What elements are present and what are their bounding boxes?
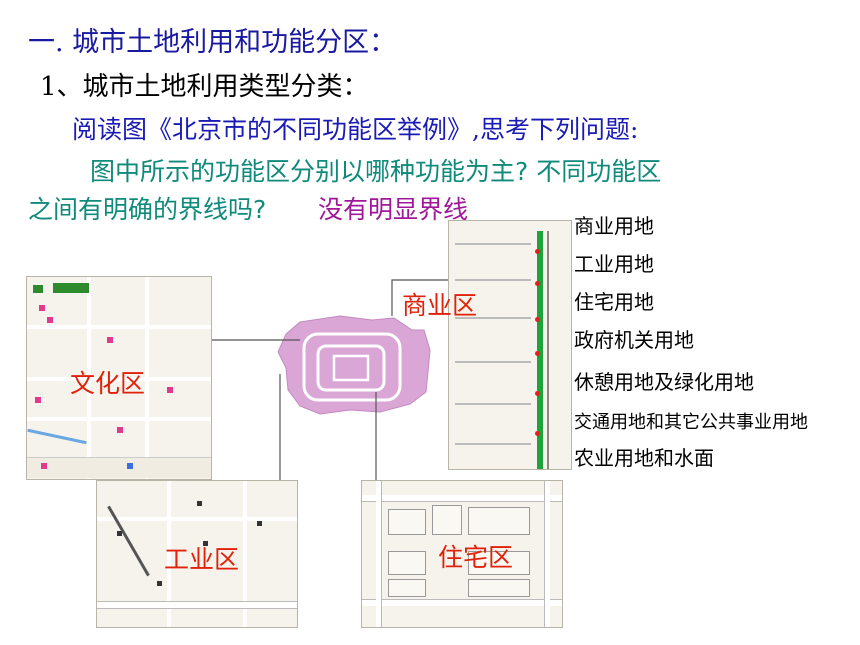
residence-zone-label: 住宅区 — [438, 543, 514, 572]
land-use-residential: 住宅用地 — [574, 290, 654, 314]
culture-zone-label: 文化区 — [70, 369, 146, 398]
commerce-zone-map — [448, 220, 572, 470]
land-use-commercial: 商业用地 — [574, 214, 654, 238]
question-line-2: 之间有明确的界线吗? — [28, 195, 267, 224]
commerce-zone-label: 商业区 — [402, 291, 478, 320]
land-use-transport-public: 交通用地和其它公共事业用地 — [574, 412, 808, 433]
subsection-title: 1、城市土地利用类型分类： — [40, 72, 369, 102]
land-use-government: 政府机关用地 — [574, 328, 694, 352]
culture-zone-map — [26, 276, 212, 480]
land-use-agriculture-water: 农业用地和水面 — [574, 446, 714, 470]
reading-instruction: 阅读图《北京市的不同功能区举例》,思考下列问题: — [72, 115, 639, 144]
question-line-1: 图中所示的功能区分别以哪种功能为主? 不同功能区 — [90, 157, 662, 186]
industry-zone-map — [96, 480, 298, 628]
industry-zone-label: 工业区 — [164, 545, 240, 574]
city-area — [277, 315, 431, 415]
residence-zone-map — [361, 480, 563, 628]
land-use-recreation-green: 休憩用地及绿化用地 — [574, 370, 754, 394]
section-title: 一. 城市土地利用和功能分区： — [28, 27, 397, 58]
answer-text: 没有明显界线 — [318, 195, 469, 224]
land-use-industrial: 工业用地 — [574, 252, 654, 276]
